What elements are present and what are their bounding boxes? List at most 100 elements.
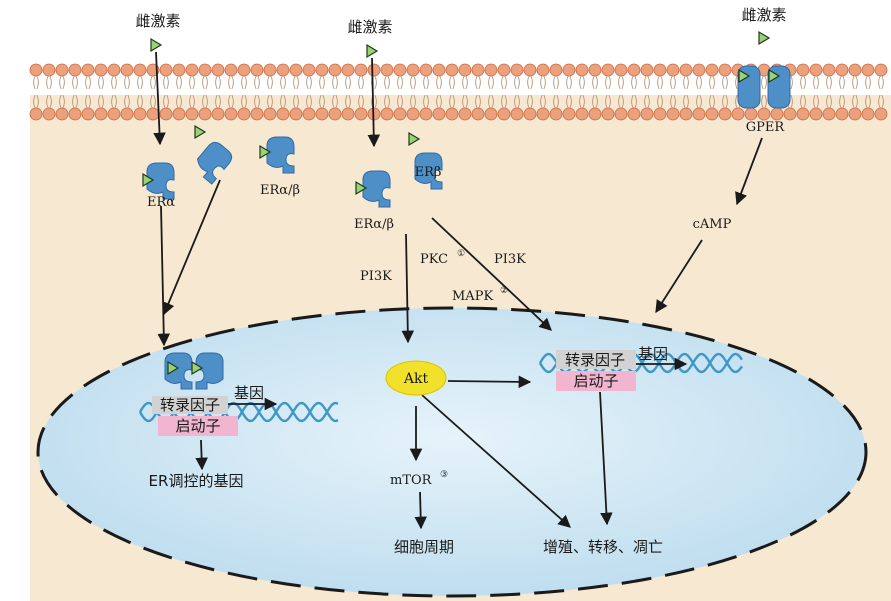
akt-label: Akt — [403, 371, 429, 387]
phospholipid-head — [822, 63, 836, 77]
phospholipid-head — [120, 63, 134, 77]
phospholipid-head — [588, 107, 602, 121]
phospholipid-head — [666, 107, 680, 121]
phospholipid-head — [289, 107, 303, 121]
phospholipid-head — [185, 63, 199, 77]
phospholipid-head — [471, 63, 485, 77]
triangle-ligand-icon — [191, 360, 204, 376]
phospholipid-head — [159, 63, 173, 77]
phospholipid-head — [718, 63, 732, 77]
phospholipid-head — [809, 107, 823, 121]
phospholipid-head — [497, 63, 511, 77]
phospholipid-head — [393, 107, 407, 121]
phospholipid-head — [809, 63, 823, 77]
phospholipid-head — [471, 107, 485, 121]
phospholipid-head — [601, 63, 615, 77]
phospholipid-head — [835, 63, 849, 77]
promoter-label-right: 启动子 — [573, 372, 618, 390]
phospholipid-head — [510, 107, 524, 121]
er-genes-label: ER调控的基因 — [149, 472, 244, 490]
phospholipid-head — [393, 63, 407, 77]
phospholipid-head — [315, 63, 329, 77]
arrow-akt-to-tf — [447, 375, 532, 389]
phospholipid-head — [705, 107, 719, 121]
arrow-akt-to-outcomes — [421, 394, 571, 528]
phospholipid-head — [29, 63, 43, 77]
phospholipid-head — [263, 107, 277, 121]
phospholipid-head — [718, 107, 732, 121]
phospholipid-head — [42, 63, 56, 77]
mtor-label: mTOR — [390, 473, 433, 488]
phospholipid-head — [224, 107, 238, 121]
triangle-ligand-icon — [768, 68, 781, 84]
phospholipid-head — [562, 63, 576, 77]
phospholipid-head — [302, 63, 316, 77]
phospholipid-head — [770, 107, 784, 121]
phospholipid-head — [68, 63, 82, 77]
phospholipid-head — [276, 63, 290, 77]
phospholipid-head — [614, 107, 628, 121]
pi3k-label-right: PI3K — [494, 252, 526, 267]
arrow-estrogen-mid-to-er — [367, 57, 381, 148]
phospholipid-head — [289, 63, 303, 77]
phospholipid-head — [55, 63, 69, 77]
phospholipid-head — [484, 107, 498, 121]
phospholipid-head — [380, 63, 394, 77]
phospholipid-head — [796, 107, 810, 121]
phospholipid-head — [328, 63, 342, 77]
pkc-ref: ① — [457, 249, 465, 259]
gper-label: GPER — [746, 120, 786, 135]
er-beta-label: ERβ — [415, 165, 442, 180]
triangle-ligand-icon — [167, 360, 180, 376]
phospholipid-head — [744, 107, 758, 121]
phospholipid-head — [679, 63, 693, 77]
phospholipid-head — [848, 107, 862, 121]
phospholipid-head — [133, 107, 147, 121]
promoter-box-left — [158, 416, 238, 436]
phospholipid-head — [68, 107, 82, 121]
phospholipid-head — [536, 107, 550, 121]
phospholipid-head — [198, 63, 212, 77]
phospholipid-head — [614, 63, 628, 77]
phospholipid-head — [432, 63, 446, 77]
phospholipid-head — [120, 107, 134, 121]
phospholipid-head — [523, 63, 537, 77]
phospholipid-head — [224, 63, 238, 77]
phospholipid-head — [627, 63, 641, 77]
phospholipid-head — [536, 63, 550, 77]
arrow-promoter-to-er-genes — [195, 439, 208, 471]
promoter-label-left: 启动子 — [175, 417, 220, 435]
er-alpha-beta-label-left: ERα/β — [260, 183, 300, 198]
phospholipid-head — [874, 107, 888, 121]
arrow-er-beta-to-nucleus — [431, 217, 552, 331]
phospholipid-head — [861, 107, 875, 121]
estrogen-label-right: 雌激素 — [741, 6, 786, 24]
arrow-mtor-to-cell-cycle — [414, 491, 427, 530]
phospholipid-head — [445, 107, 459, 121]
phospholipid-head — [94, 63, 108, 77]
phospholipid-head — [328, 107, 342, 121]
phospholipid-head — [523, 107, 537, 121]
phospholipid-head — [432, 107, 446, 121]
phospholipid-head — [549, 107, 563, 121]
mapk-label: MAPK — [452, 289, 493, 304]
arrow-tf-right-to-outcomes — [599, 391, 613, 526]
triangle-ligand-icon — [738, 68, 751, 84]
cell-membrane — [29, 63, 888, 121]
phospholipid-head — [29, 107, 43, 121]
phospholipid-head — [42, 107, 56, 121]
phospholipid-head — [575, 63, 589, 77]
phospholipid-head — [341, 107, 355, 121]
phospholipid-head — [848, 63, 862, 77]
phospholipid-head — [783, 107, 797, 121]
phospholipid-head — [874, 63, 888, 77]
phospholipid-head — [640, 63, 654, 77]
phospholipid-head — [172, 63, 186, 77]
phospholipid-head — [354, 63, 368, 77]
phospholipid-head — [679, 107, 693, 121]
phospholipid-head — [445, 63, 459, 77]
phospholipid-head — [484, 63, 498, 77]
gene-label-right: 基因 — [638, 345, 668, 363]
estrogen-label-mid: 雌激素 — [347, 18, 392, 36]
